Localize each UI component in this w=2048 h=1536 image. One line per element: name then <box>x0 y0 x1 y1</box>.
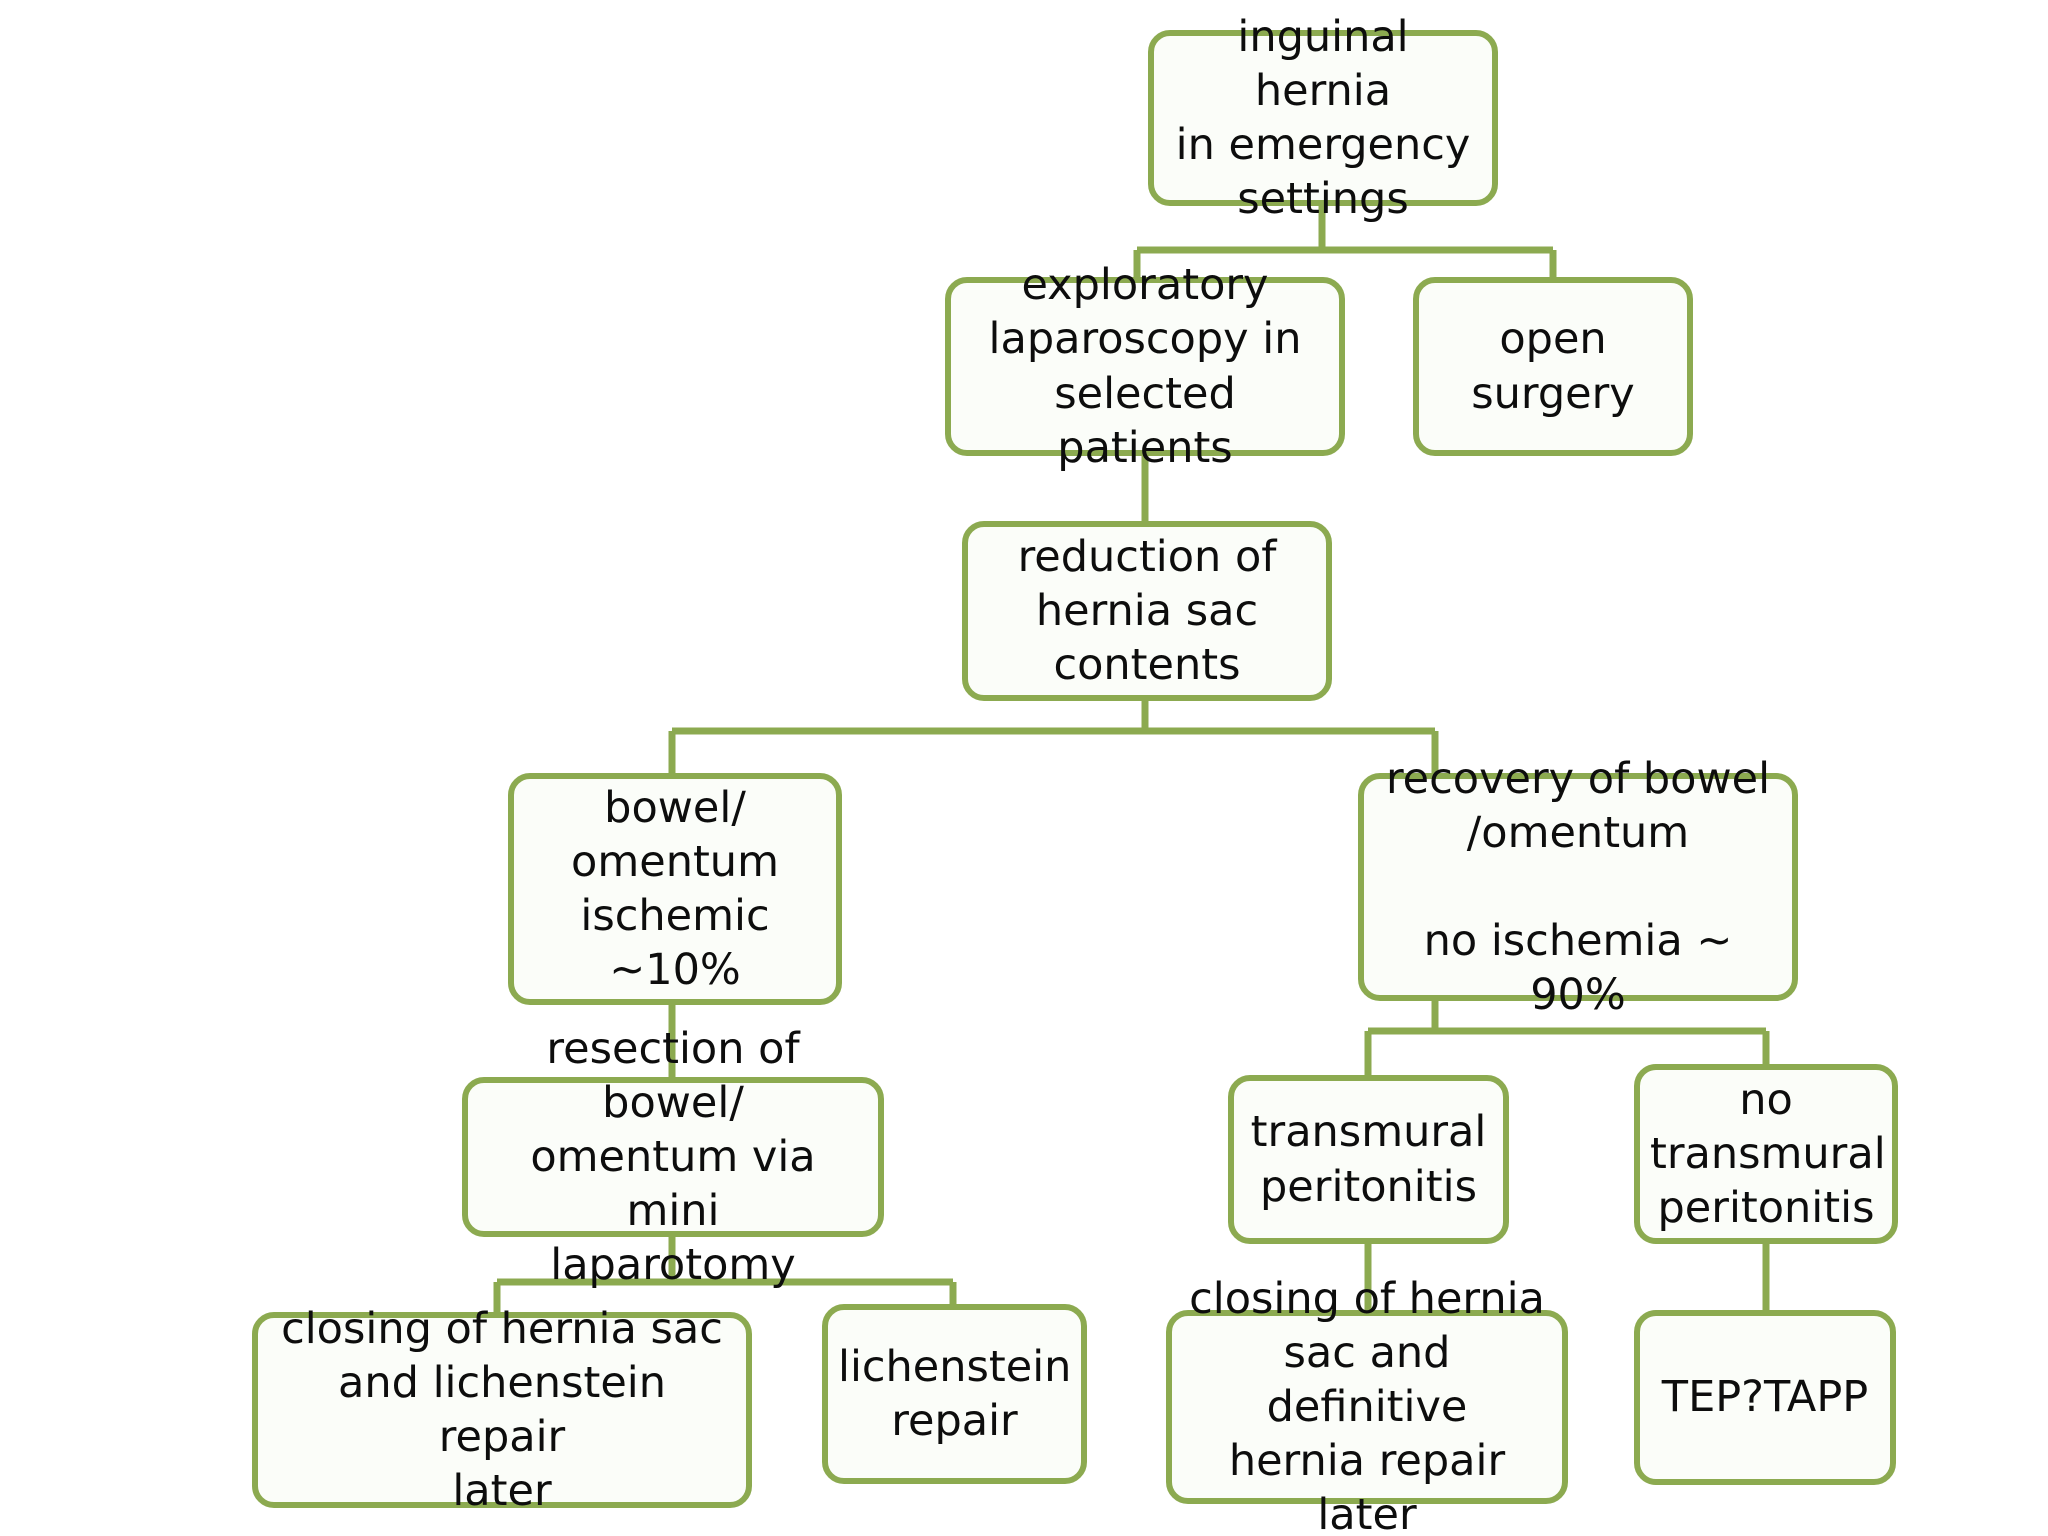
node-label: lichenstein repair <box>838 1341 1072 1446</box>
node-closing-hernia-sac-definitive-later[interactable]: closing of hernia sac and definitive her… <box>1166 1274 1568 1536</box>
node-label: transmural peritonitis <box>1250 1107 1487 1212</box>
node-label: closing of hernia sac and lichenstein re… <box>281 1303 723 1517</box>
node-label: reduction of hernia sac contents <box>1017 531 1277 691</box>
node-lichenstein-repair[interactable]: lichenstein repair <box>822 1304 1087 1484</box>
node-inguinal-hernia-emergency[interactable]: inguinal hernia in emergency settings <box>1148 12 1498 224</box>
node-tep-tapp[interactable]: TEP?TAPP <box>1634 1310 1896 1485</box>
node-bowel-omentum-ischemic[interactable]: bowel/ omentum ischemic ~10% <box>508 773 842 1005</box>
node-label: closing of hernia sac and definitive her… <box>1189 1273 1545 1536</box>
node-label: inguinal hernia in emergency settings <box>1175 11 1471 225</box>
node-label: bowel/ omentum ischemic ~10% <box>571 782 779 996</box>
node-label: TEP?TAPP <box>1661 1372 1869 1423</box>
node-reduction-hernia-sac-contents[interactable]: reduction of hernia sac contents <box>962 521 1332 701</box>
node-closing-hernia-sac-lichenstein-later[interactable]: closing of hernia sac and lichenstein re… <box>252 1304 752 1516</box>
node-exploratory-laparoscopy[interactable]: exploratory laparoscopy in selected pati… <box>945 260 1345 473</box>
node-label: no transmural peritonitis <box>1650 1074 1886 1234</box>
node-label: exploratory laparoscopy in selected pati… <box>988 260 1302 473</box>
node-transmural-peritonitis[interactable]: transmural peritonitis <box>1228 1075 1509 1244</box>
node-label: resection of bowel/ omentum via mini lap… <box>530 1023 816 1291</box>
node-label: recovery of bowel /omentum no ischemia ~… <box>1385 753 1771 1021</box>
node-resection-bowel-omentum-mini-laparotomy[interactable]: resection of bowel/ omentum via mini lap… <box>462 1024 884 1290</box>
node-open-surgery[interactable]: open surgery <box>1413 277 1693 456</box>
node-recovery-bowel-omentum[interactable]: recovery of bowel /omentum no ischemia ~… <box>1358 754 1798 1020</box>
node-label: open surgery <box>1471 314 1635 419</box>
node-no-transmural-peritonitis[interactable]: no transmural peritonitis <box>1634 1064 1898 1244</box>
